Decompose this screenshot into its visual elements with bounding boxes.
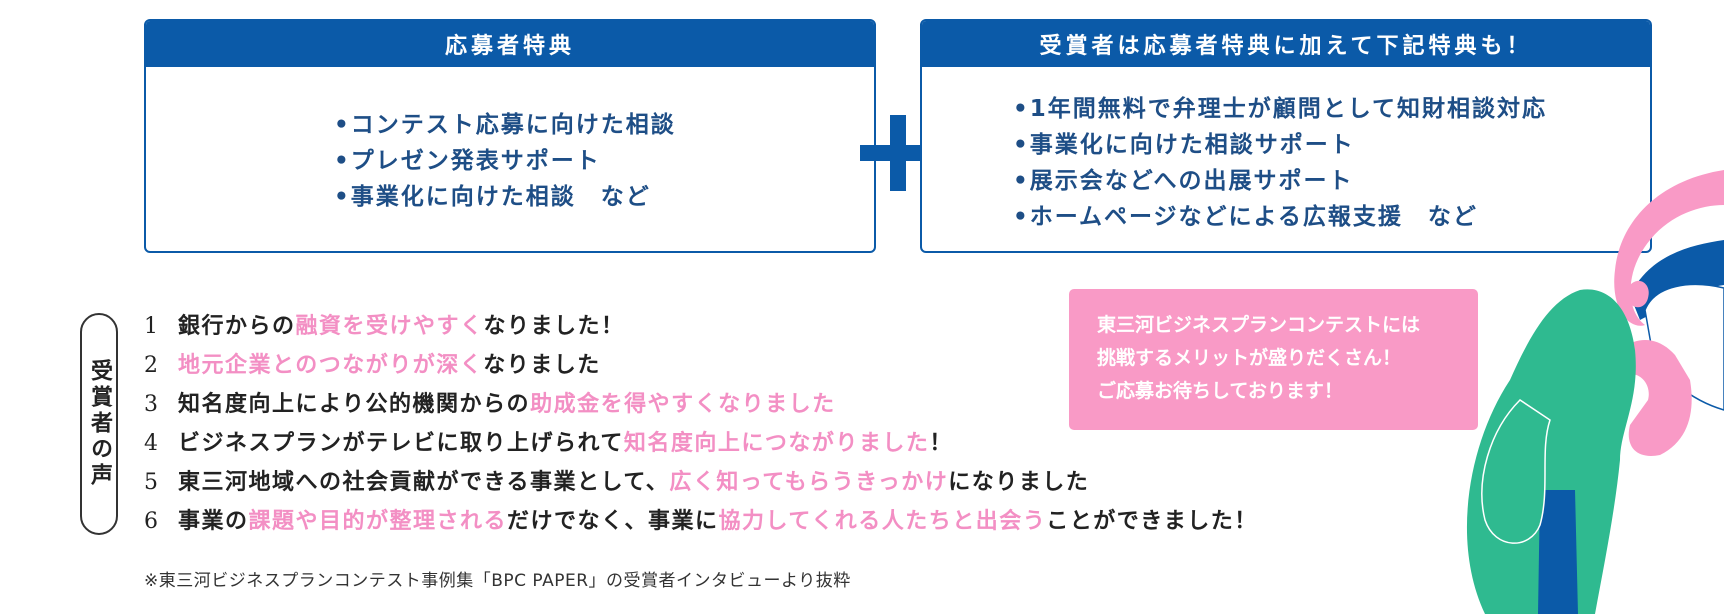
- testimonial-text: ことができました！: [1046, 509, 1258, 534]
- winner-benefits-list: •1年間無料で弁理士が顧問として知財相談対応 •事業化に向けた相談サポート •展…: [1013, 91, 1547, 235]
- pink-hair-curl-shape: [1614, 170, 1724, 326]
- testimonial-number: 2: [144, 353, 160, 378]
- testimonial-text: になりました: [948, 470, 1090, 495]
- winner-benefits-box: 受賞者は応募者特典に加えて下記特典も！ •1年間無料で弁理士が顧問として知財相談…: [920, 19, 1652, 253]
- bubble-line: ご応募お待ちしております！: [1097, 380, 1343, 402]
- winners-voice-label: 受賞者の声: [80, 313, 118, 535]
- testimonial-text: なりました！: [483, 314, 625, 339]
- winner-benefits-title: 受賞者は応募者特典に加えて下記特典も！: [922, 21, 1650, 67]
- applicant-benefits-box: 応募者特典 •コンテスト応募に向けた相談 •プレゼン発表サポート •事業化に向け…: [144, 19, 876, 253]
- green-arm-shape: [1481, 399, 1551, 544]
- testimonial-item: 5 東三河地域への社会貢献ができる事業として、広く知ってもらうきっかけになりました: [144, 463, 1258, 502]
- bubble-line: 東三河ビジネスプランコンテストには: [1097, 314, 1421, 336]
- applicant-benefit-item: •事業化に向けた相談 など: [334, 184, 651, 210]
- applicant-benefits-list: •コンテスト応募に向けた相談 •プレゼン発表サポート •事業化に向けた相談 など: [334, 107, 676, 215]
- testimonial-highlight: 広く知ってもらうきっかけ: [669, 470, 949, 495]
- testimonial-number: 1: [144, 314, 160, 339]
- testimonial-text: ビジネスプランがテレビに取り上げられて: [178, 431, 624, 456]
- testimonial-highlight: 課題や目的が整理される: [248, 509, 508, 534]
- testimonial-text: なりました: [483, 353, 601, 378]
- character-illustration: [1466, 170, 1724, 614]
- testimonial-text: だけでなく、事業に: [507, 509, 719, 534]
- winner-benefit-item: •展示会などへの出展サポート: [1013, 168, 1354, 194]
- winners-voice-label-text: 受賞者の声: [87, 359, 112, 489]
- testimonial-item: 2 地元企業とのつながりが深くなりました: [144, 346, 1258, 385]
- testimonial-item: 1 銀行からの融資を受けやすくなりました！: [144, 307, 1258, 346]
- pink-arm-shape: [1622, 339, 1692, 456]
- testimonial-text: 東三河地域への社会貢献ができる事業として、: [178, 470, 670, 495]
- pink-hand-shape: [1628, 280, 1649, 308]
- applicant-benefits-title: 応募者特典: [146, 21, 874, 67]
- testimonial-text: 事業の: [178, 509, 249, 534]
- testimonial-list: 1 銀行からの融資を受けやすくなりました！ 2 地元企業とのつながりが深くなりました 3…: [144, 307, 1258, 541]
- testimonial-text: 知名度向上により公的機関からの: [178, 392, 531, 417]
- testimonial-highlight: 助成金を得やすくなりました: [530, 392, 836, 417]
- winner-benefit-item: •ホームページなどによる広報支援 など: [1013, 204, 1478, 230]
- testimonial-number: 5: [144, 470, 160, 495]
- bubble-line: 挑戦するメリットが盛りだくさん！: [1097, 347, 1402, 369]
- footnote: ※東三河ビジネスプランコンテスト事例集「BPC PAPER」の受賞者インタビュー…: [144, 571, 851, 591]
- testimonial-number: 3: [144, 392, 160, 417]
- blue-leg-shape: [1538, 490, 1578, 614]
- testimonial-item: 3 知名度向上により公的機関からの助成金を得やすくなりました: [144, 385, 1258, 424]
- testimonial-item: 6 事業の課題や目的が整理されるだけでなく、事業に協力してくれる人たちと出会うこと…: [144, 502, 1258, 541]
- testimonial-number: 6: [144, 509, 160, 534]
- testimonial-highlight: 知名度向上につながりました: [623, 431, 930, 456]
- testimonial-item: 4 ビジネスプランがテレビに取り上げられて知名度向上につながりました！: [144, 424, 1258, 463]
- testimonial-text: 銀行からの: [178, 314, 296, 339]
- winner-benefit-item: •1年間無料で弁理士が顧問として知財相談対応: [1013, 96, 1548, 122]
- plus-icon: [860, 115, 936, 191]
- testimonial-highlight: 地元企業とのつながりが深く: [178, 353, 484, 378]
- applicant-benefit-item: •プレゼン発表サポート: [334, 148, 601, 174]
- testimonial-highlight: 協力してくれる人たちと出会う: [718, 509, 1047, 534]
- speech-bubble: 東三河ビジネスプランコンテストには 挑戦するメリットが盛りだくさん！ ご応募お待…: [1069, 289, 1478, 430]
- testimonial-text: ！: [929, 431, 953, 456]
- testimonial-highlight: 融資を受けやすく: [295, 314, 484, 339]
- testimonial-number: 4: [144, 431, 160, 456]
- winner-benefit-item: •事業化に向けた相談サポート: [1013, 132, 1355, 158]
- applicant-benefit-item: •コンテスト応募に向けた相談: [334, 112, 676, 138]
